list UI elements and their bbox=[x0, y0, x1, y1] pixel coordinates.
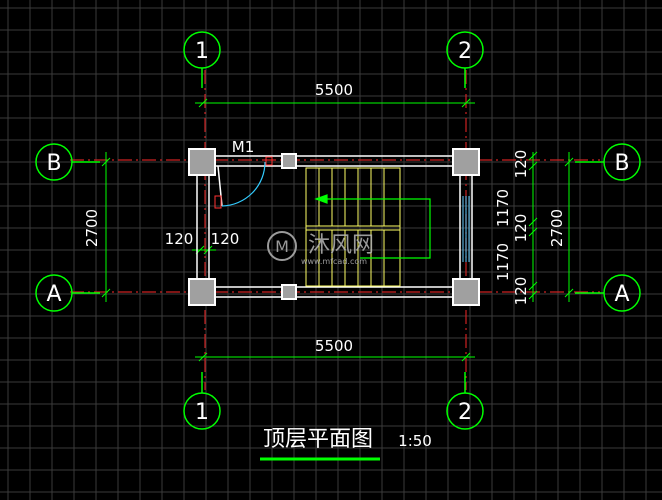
watermark-brand: 沐风网 bbox=[308, 233, 374, 258]
post-top bbox=[281, 153, 297, 169]
window-right bbox=[462, 196, 470, 262]
axis-label-b-right: B bbox=[614, 151, 629, 176]
dim-right-seg-1: 120 bbox=[512, 150, 530, 179]
post-bottom bbox=[281, 284, 297, 300]
axis-bubbles bbox=[35, 31, 641, 430]
walls bbox=[196, 155, 473, 298]
dim-wall-right: 120 bbox=[211, 230, 240, 248]
stair bbox=[305, 167, 401, 287]
columns bbox=[188, 148, 480, 306]
axis-label-a-right: A bbox=[614, 282, 629, 307]
svg-text:M: M bbox=[275, 237, 289, 256]
dim-right-seg-5: 120 bbox=[512, 277, 530, 306]
drawing-title: 顶层平面图 bbox=[263, 427, 373, 452]
axis-label-1-bottom: 1 bbox=[195, 400, 209, 425]
column-1a bbox=[188, 278, 216, 306]
axis-centerlines bbox=[70, 70, 600, 390]
column-2b bbox=[452, 148, 480, 176]
door-label-m1: M1 bbox=[232, 138, 255, 156]
axis-label-a-left: A bbox=[46, 282, 61, 307]
dim-right-span: 2700 bbox=[548, 209, 566, 247]
column-1b bbox=[188, 148, 216, 176]
dim-right-seg-3: 120 bbox=[512, 214, 530, 243]
dim-top-span: 5500 bbox=[315, 81, 353, 99]
axis-label-2-bottom: 2 bbox=[458, 400, 472, 425]
axis-label-b-left: B bbox=[46, 151, 61, 176]
dim-right-seg-2: 1170 bbox=[494, 189, 512, 227]
stair-direction-arrow bbox=[314, 194, 431, 259]
dim-left-span: 2700 bbox=[83, 209, 101, 247]
watermark: M 沐风网 www.mfcad.com bbox=[267, 231, 374, 266]
axis-label-2-top: 2 bbox=[458, 39, 472, 64]
door-m1 bbox=[214, 156, 273, 209]
dim-right-seg-4: 1170 bbox=[494, 243, 512, 281]
drawing-scale: 1:50 bbox=[398, 432, 432, 450]
dim-wall-left: 120 bbox=[165, 230, 194, 248]
column-2a bbox=[452, 278, 480, 306]
dimension-lines bbox=[101, 98, 574, 362]
watermark-url: www.mfcad.com bbox=[301, 257, 367, 266]
axis-label-1-top: 1 bbox=[195, 39, 209, 64]
dim-bottom-span: 5500 bbox=[315, 337, 353, 355]
